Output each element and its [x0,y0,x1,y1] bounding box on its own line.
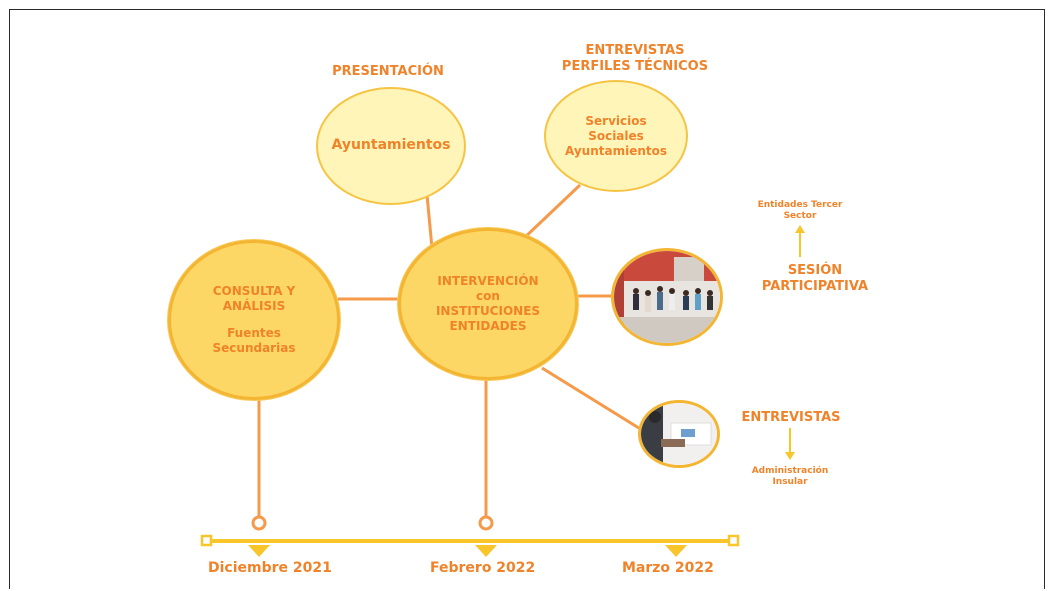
intervencion-line1: INTERVENCIÓN [437,274,539,288]
consulta-line2: ANÁLISIS [222,299,286,313]
intervencion-line4: ENTIDADES [449,319,527,333]
sesion-participativa-photo [611,248,723,346]
servicios-line2: Sociales [588,128,644,143]
group-session-image [614,251,720,343]
tercer-sector-label: Entidades Tercer Sector [735,200,865,223]
entrevistas-label: ENTREVISTAS [741,410,841,425]
timeline-end-cap [727,534,740,547]
marker-diciembre [251,515,267,531]
intervencion-node: INTERVENCIÓN con INSTITUCIONES ENTIDADES [398,228,578,380]
entrevistas-perfiles-line1: ENTREVISTAS [585,43,685,58]
tercer-sector-line1: Entidades Tercer [757,200,843,210]
admin-line2: Insular [772,477,808,488]
sesion-participativa-label: SESIÓN PARTICIPATIVA [735,263,895,294]
entrevistas-photo [638,400,720,468]
timeline-tick-febrero [475,545,497,557]
intervencion-line3: INSTITUCIONES [435,304,541,318]
servicios-line1: Servicios [585,113,647,128]
diagram-frame [9,9,1045,589]
intervencion-line2: con [476,289,500,303]
servicios-line3: Ayuntamientos [564,143,668,158]
servicios-sociales-node: Servicios Sociales Ayuntamientos [544,80,688,192]
arrow-down-icon [785,452,795,460]
sesion-line1: SESIÓN [787,263,843,278]
ayuntamientos-label: Ayuntamientos [331,137,451,154]
presentacion-title: PRESENTACIÓN [332,64,444,79]
admin-line1: Administración [751,466,829,476]
connector-servicios [520,183,582,242]
timeline-tick-marzo [665,545,687,557]
date-marzo-2022: Marzo 2022 [622,560,714,576]
entrevistas-perfiles-line2: PERFILES TÉCNICOS [561,58,709,74]
consulta-line3: Fuentes [227,326,281,340]
date-febrero-2022: Febrero 2022 [430,560,536,576]
interview-image [641,403,717,465]
consulta-line1: CONSULTA Y [212,284,296,298]
timeline-start-cap [200,534,213,547]
ayuntamientos-node: Ayuntamientos [316,87,466,205]
arrow-up-icon [795,225,805,233]
timeline-tick-diciembre [248,545,270,557]
date-diciembre-2021: Diciembre 2021 [208,560,332,576]
marker-febrero [478,515,494,531]
entrevistas-perfiles-title: ENTREVISTAS PERFILES TÉCNICOS [540,43,730,74]
connector-entrevistas-photo [541,366,643,432]
connector-ayuntamientos [425,194,434,249]
administracion-insular-label: Administración Insular [735,466,845,489]
tercer-sector-line2: Sector [783,211,817,222]
sesion-line2: PARTICIPATIVA [761,278,869,294]
consulta-analisis-node: CONSULTA Y ANÁLISIS Fuentes Secundarias [168,240,340,400]
consulta-line4: Secundarias [212,341,296,355]
